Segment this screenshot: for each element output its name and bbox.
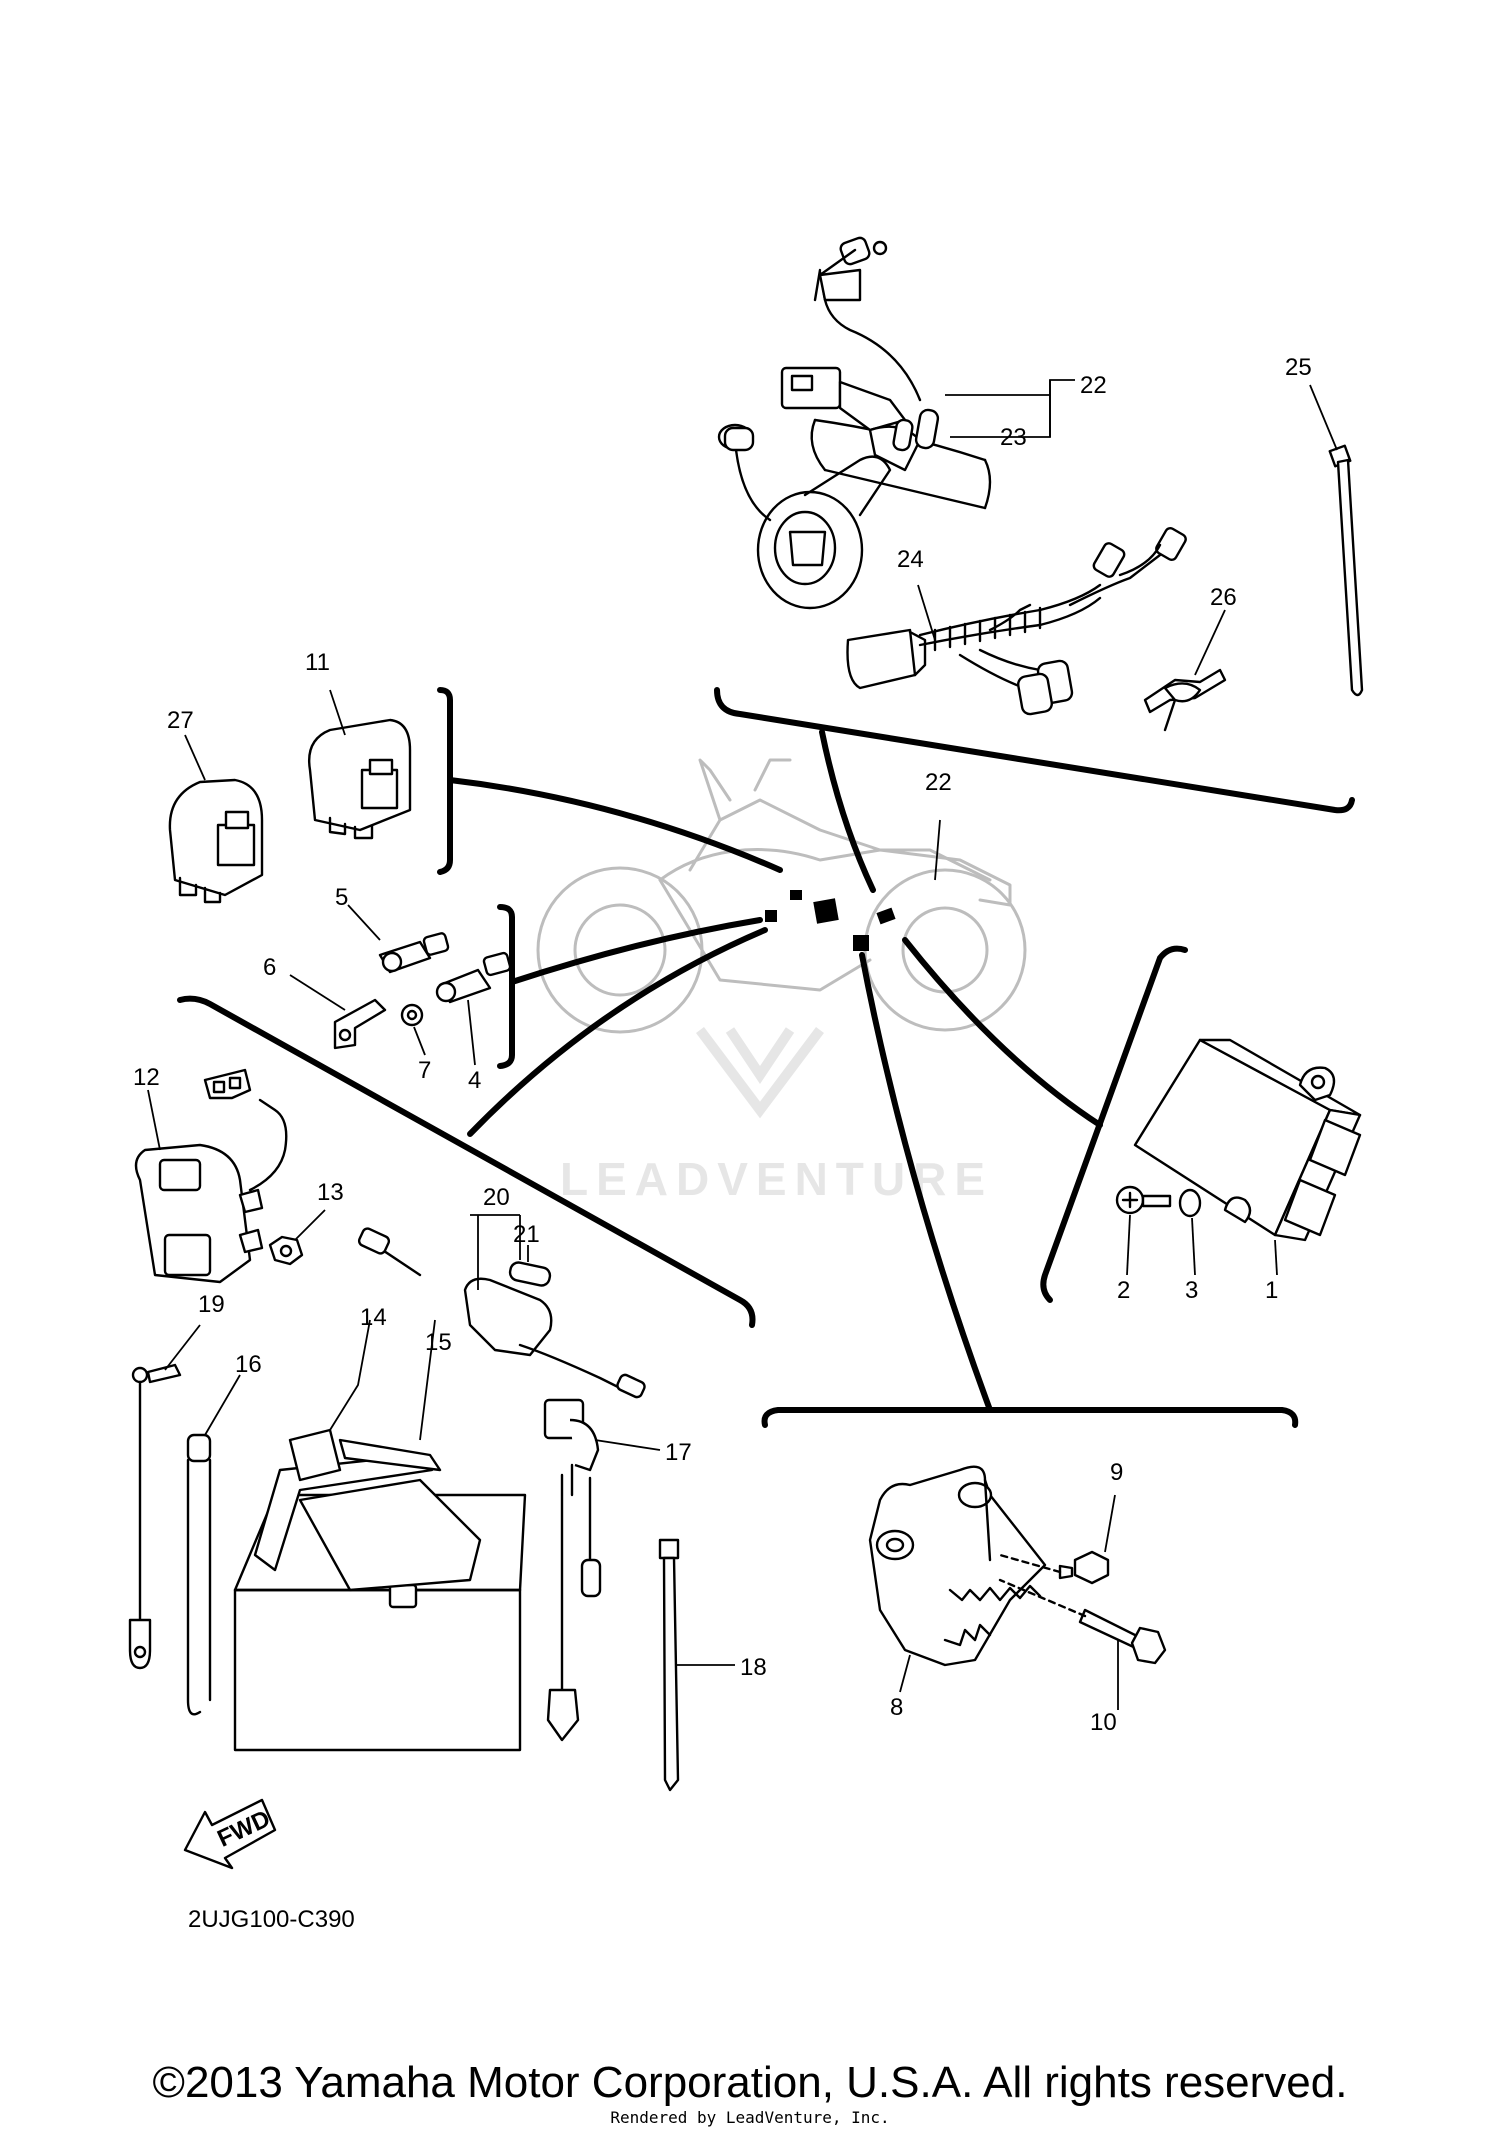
- callout-19: 19: [198, 1291, 225, 1318]
- callout-5: 5: [335, 884, 348, 911]
- bolt-10: [998, 1578, 1167, 1710]
- callout-24: 24: [897, 546, 924, 573]
- tube-16: [186, 1374, 241, 1716]
- callout-9: 9: [1110, 1459, 1123, 1486]
- callout-12: 12: [133, 1064, 160, 1091]
- callout-3: 3: [1185, 1277, 1198, 1304]
- regulator-8: [868, 1465, 1047, 1693]
- copyright-text: ©2013 Yamaha Motor Corporation, U.S.A. A…: [152, 2058, 1348, 2107]
- fuse-holder-4: [435, 951, 512, 1066]
- group-brackets: [177, 687, 1355, 1428]
- diagram-code: 2UJG100-C390: [188, 1906, 355, 1933]
- callout-23: 23: [1000, 424, 1027, 451]
- callout-2: 2: [1117, 1277, 1130, 1304]
- callout-25: 25: [1285, 354, 1312, 381]
- fuse-holder-20: [357, 1214, 646, 1399]
- callout-20: 20: [483, 1184, 510, 1211]
- battery-14: [233, 1319, 527, 1752]
- callout-10: 10: [1090, 1709, 1117, 1736]
- fwd-arrow-icon: FWD: [183, 1798, 277, 1870]
- connector-23: [892, 408, 940, 452]
- callout-11: 11: [305, 649, 330, 676]
- callout-27: 27: [167, 707, 194, 734]
- fuse-holder-5: [347, 904, 450, 974]
- cable-tie-25: [1309, 384, 1364, 697]
- starter-relay-12: [134, 1068, 288, 1284]
- washer-3: [1178, 1188, 1202, 1276]
- callout-8: 8: [890, 1694, 903, 1721]
- fuse-21: [508, 1245, 552, 1287]
- lead-19: [128, 1324, 201, 1670]
- bolt-9: [998, 1494, 1116, 1585]
- relay-27: [168, 734, 264, 904]
- screw-2: [1115, 1185, 1172, 1276]
- callout-4: 4: [468, 1067, 481, 1094]
- rendered-by-text: Rendered by LeadVenture, Inc.: [610, 2108, 890, 2127]
- sub-harness-24: [846, 527, 1187, 716]
- callout-7: 7: [418, 1057, 431, 1084]
- bike-component-marks: [765, 890, 896, 951]
- leader-22-bike: [934, 819, 941, 881]
- watermark-text: LEADVENTURE: [560, 1153, 993, 1205]
- callout-1: 1: [1265, 1277, 1278, 1304]
- callout-6: 6: [263, 954, 276, 981]
- callout-14: 14: [360, 1304, 387, 1331]
- callout-17: 17: [665, 1439, 692, 1466]
- callout-15: 15: [425, 1329, 452, 1356]
- wire-harness-22: [717, 236, 1075, 610]
- callout-22: 22: [1080, 372, 1107, 399]
- callout-26: 26: [1210, 584, 1237, 611]
- washer-7: [400, 1003, 426, 1056]
- lead-17: [543, 1398, 661, 1742]
- control-unit-1: [1133, 1038, 1362, 1276]
- watermark: LEADVENTURE: [560, 1027, 993, 1205]
- callout-16: 16: [235, 1351, 262, 1378]
- nut-13: [268, 1209, 326, 1266]
- bracket-6: [289, 974, 387, 1050]
- callout-18: 18: [740, 1654, 767, 1681]
- battery-band-15: [288, 1319, 442, 1482]
- relay-11: [308, 689, 412, 840]
- clamp-26: [1143, 609, 1227, 732]
- cable-tie-18: [658, 1538, 735, 1792]
- callout-labels: 1 2 3 4 5 6 7 8 9 10 11 12 13 14 15 16 1…: [133, 354, 1312, 1736]
- callout-22-bike: 22: [925, 769, 952, 796]
- callout-21: 21: [513, 1221, 540, 1248]
- callout-13: 13: [317, 1179, 344, 1206]
